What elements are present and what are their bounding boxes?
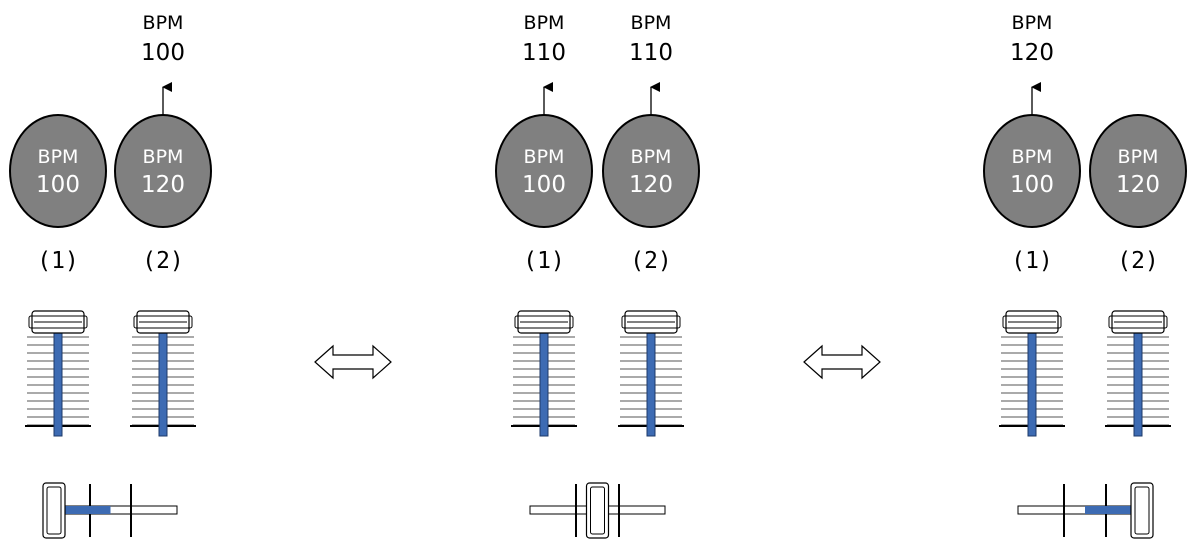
channel-label: (2) [142,248,184,274]
fader-level-fill [1027,327,1037,437]
fader-level-fill [1133,327,1143,437]
crossfader-knob-inner [1134,486,1150,535]
fader-cap-outline [133,315,193,329]
fader-level-fill [158,327,168,437]
deck-bpm-value: 100 [1010,172,1054,198]
fader-cap-outline [514,315,574,329]
deck-bpm-value: 100 [36,172,80,198]
deck-disc [983,114,1081,228]
crossfader-level-fill [54,506,111,514]
output-bpm-label: BPM [1012,12,1053,34]
deck-bpm-label: BPM [143,146,184,168]
deck-disc [1089,114,1187,228]
fader-level-fill [539,327,549,437]
deck-disc [114,114,212,228]
deck-disc [9,114,107,228]
double-arrow-icon [803,344,881,380]
output-bpm-value: 110 [522,40,566,66]
output-bpm-value: 100 [141,40,185,66]
output-bpm-label: BPM [143,12,184,34]
fader-level-fill [53,327,63,437]
deck-bpm-label: BPM [524,146,565,168]
deck-bpm-label: BPM [38,146,79,168]
crossfader-knob [1130,482,1154,539]
fader-level-fill [646,327,656,437]
deck-bpm-label: BPM [1118,146,1159,168]
channel-label: (1) [37,248,79,274]
double-arrow-icon [314,344,392,380]
deck-bpm-value: 100 [522,172,566,198]
deck-bpm-value: 120 [629,172,673,198]
fader-cap-outline [1108,315,1168,329]
deck-disc [495,114,593,228]
channel-label: (2) [1117,248,1159,274]
crossfader-knob [585,482,610,539]
crossfader-knob [42,482,66,539]
output-bpm-label: BPM [631,12,672,34]
channel-label: (1) [1011,248,1053,274]
deck-bpm-label: BPM [631,146,672,168]
output-bpm-value: 110 [629,40,673,66]
crossfader-level-fill [1085,506,1142,514]
fader-cap-outline [1002,315,1062,329]
deck-disc [602,114,700,228]
crossfader-knob-inner [590,486,605,535]
crossfader-knob-inner [46,486,62,535]
channel-label: (1) [523,248,565,274]
output-bpm-value: 120 [1010,40,1054,66]
deck-bpm-value: 120 [1116,172,1160,198]
fader-cap-outline [621,315,681,329]
deck-bpm-value: 120 [141,172,185,198]
output-bpm-label: BPM [524,12,565,34]
deck-bpm-label: BPM [1012,146,1053,168]
channel-label: (2) [630,248,672,274]
fader-cap-outline [28,315,88,329]
